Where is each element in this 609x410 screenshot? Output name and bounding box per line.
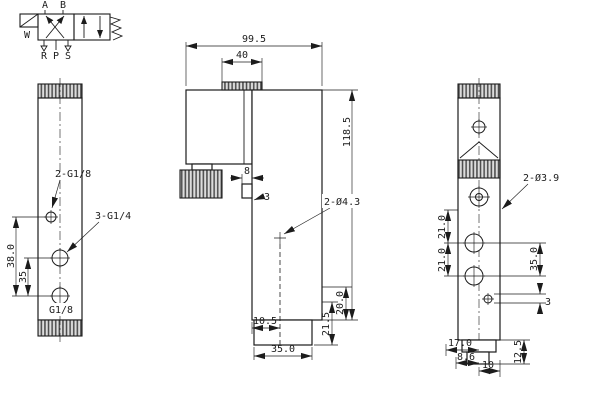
- port-crosshair: [50, 248, 70, 268]
- side-valve-body: [251, 89, 323, 321]
- side-mount-hole-cross: [274, 232, 286, 244]
- side-view: 99.5 40 118.5 8 3 10.5 21.5 20.0 35.0 2-…: [179, 34, 378, 360]
- side-connector-stem: [191, 163, 213, 171]
- side-step-detail: [241, 183, 253, 199]
- flow-arrow-icon: [45, 15, 65, 39]
- front-label-main-ports: 3-G1/4: [95, 211, 131, 222]
- side-ext-40: [221, 58, 263, 82]
- port-crosshair: [482, 293, 494, 305]
- rear-dim-10-label: 10: [482, 360, 494, 371]
- side-holes-label: 2-Ø4.3: [324, 196, 360, 208]
- label-mask: [322, 194, 378, 208]
- rear-leader-holes: [501, 183, 529, 210]
- symbol-port-s-label: S: [65, 51, 71, 62]
- side-dim-99-label: 99.5: [242, 34, 266, 45]
- rear-manual-override: [468, 186, 490, 208]
- symbol-box-left: [37, 13, 75, 41]
- front-label-bottom-port: G1/8: [49, 305, 73, 316]
- rear-ext-35: [484, 242, 546, 277]
- front-dim-35-label: 35: [18, 271, 29, 283]
- symbol-port-a-label: A: [42, 0, 48, 11]
- side-ext-width: [185, 42, 323, 86]
- rear-dim-17-label: 17.0: [448, 338, 472, 349]
- side-dim-40-label: 40: [236, 50, 248, 61]
- side-dim-118-label: 118.5: [342, 117, 353, 147]
- solenoid-diagonal: [19, 13, 39, 28]
- rear-dim-12-5-label: 12.5: [513, 340, 524, 364]
- front-dim-38-label: 38.0: [6, 244, 17, 268]
- port-crosshair: [50, 286, 70, 306]
- side-dim-20-label: 20.0: [335, 291, 346, 315]
- spring-icon: [109, 16, 124, 41]
- front-pilot-port: [44, 210, 58, 224]
- solenoid-coil-icon: [19, 13, 39, 28]
- side-leader-holes: [283, 207, 331, 235]
- rear-screw-top: [471, 119, 487, 135]
- symbol-box-right: [73, 13, 111, 41]
- port-crosshair: [44, 210, 58, 224]
- side-leader-3: [253, 193, 266, 201]
- port-stubs-bottom: [43, 40, 69, 50]
- side-top-cap: [221, 81, 263, 91]
- side-dim-3-label: 3: [264, 192, 270, 203]
- rear-dim-35-label: 35.0: [529, 247, 540, 271]
- side-dim-21-5-label: 21.5: [321, 312, 332, 336]
- rear-knurl-band: [457, 159, 501, 179]
- rear-dim-21b-label: 21.0: [437, 248, 448, 272]
- rear-pilot-port: [482, 293, 494, 305]
- front-label-top-ports: 2-G1/8: [55, 169, 91, 180]
- symbol-port-p-label: P: [53, 51, 59, 62]
- port-crosshair: [468, 186, 490, 208]
- side-dim-10-5-label: 10.5: [253, 316, 277, 327]
- pneumatic-symbol-schematic: A B W R P S: [19, 0, 124, 62]
- port-crosshair: [471, 119, 487, 135]
- side-solenoid-block: [185, 89, 253, 165]
- symbol-port-r-label: R: [41, 51, 48, 62]
- side-dim-base-label: 35.0: [271, 344, 295, 355]
- label-mask: [521, 170, 571, 183]
- rear-view: 21.0 21.0 35.0 3 17.0 8.6 10 12.5 2-Ø3.9: [437, 78, 571, 377]
- rear-port-a: [463, 232, 485, 254]
- port-stubs-top: [44, 10, 64, 14]
- rear-dim-21a-label: 21.0: [437, 215, 448, 239]
- rear-port-b: [463, 265, 485, 287]
- front-view: 38.0 35 2-G1/8 3-G1/4 G1/8: [6, 78, 131, 344]
- rear-dim-8-6-label: 8.6: [457, 352, 475, 363]
- symbol-coil-label: W: [24, 30, 31, 41]
- rear-holes-label: 2-Ø3.9: [523, 172, 559, 184]
- front-leader-main-ports: [66, 221, 100, 253]
- port-crosshair: [463, 232, 485, 254]
- port-crosshair: [463, 265, 485, 287]
- rear-dim-3-label: 3: [545, 297, 551, 308]
- label-mask: [47, 303, 75, 315]
- side-connector: [179, 169, 223, 199]
- front-leader-top-ports: [51, 179, 61, 209]
- side-base: [253, 319, 313, 346]
- rear-ext-3: [494, 293, 546, 304]
- symbol-port-b-label: B: [60, 0, 66, 11]
- exhaust-triangle-icon: [40, 45, 72, 52]
- rear-chamfer-lines: [459, 141, 499, 159]
- side-dim-8-label: 8: [244, 166, 250, 177]
